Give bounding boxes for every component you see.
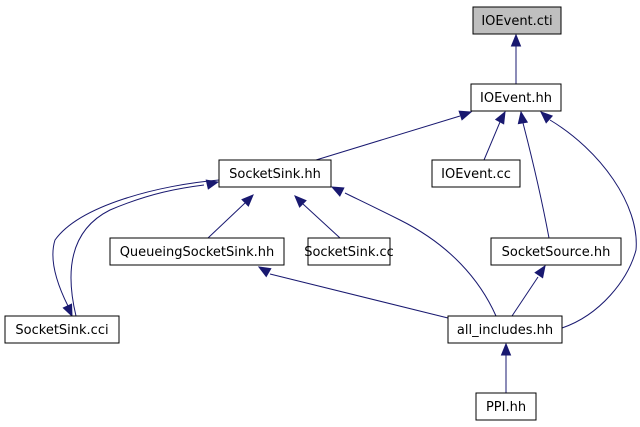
node-ioevent-cc[interactable]: IOEvent.cc xyxy=(431,159,521,188)
node-ppi-hh-box xyxy=(475,392,537,421)
node-socketsink-cc[interactable]: SocketSink.cc xyxy=(304,237,394,266)
node-socketsink-hh-label: SocketSink.hh xyxy=(229,167,321,182)
node-socketsink-cci-box xyxy=(4,315,120,344)
node-socketsource-hh-box xyxy=(490,237,622,266)
arrowhead-ioevent-cc-to-ioevent-hh xyxy=(494,110,506,125)
node-socketsink-cci-label: SocketSink.cci xyxy=(15,323,108,338)
node-queueingsocketsink-hh[interactable]: QueueingSocketSink.hh xyxy=(109,237,285,266)
edge-socketsink-hh-to-ioevent-hh xyxy=(315,115,461,161)
edge-all-includes-hh-to-socketsink-hh xyxy=(344,192,497,317)
node-ppi-hh-label: PPI.hh xyxy=(486,400,526,415)
edge-socketsink-cci-to-socketsink-hh xyxy=(70,184,205,317)
node-ioevent-cti[interactable]: IOEvent.cti xyxy=(472,6,562,35)
node-socketsink-hh[interactable]: SocketSink.hh xyxy=(218,159,332,188)
node-ioevent-cti-box xyxy=(472,6,562,35)
node-queueingsocketsink-hh-box xyxy=(109,237,285,266)
node-queueingsocketsink-hh-label: QueueingSocketSink.hh xyxy=(120,245,275,260)
node-socketsink-hh-box xyxy=(218,159,332,188)
node-ioevent-cc-box xyxy=(431,159,521,188)
edge-socketsource-hh-to-ioevent-hh xyxy=(522,122,550,239)
edge-socketsink-cc-to-socketsink-hh xyxy=(302,203,341,239)
edges-layer xyxy=(52,33,637,393)
arrowhead-socketsink-hh-to-socketsink-cci xyxy=(62,303,73,318)
arrowhead-ioevent-hh-to-ioevent-cti xyxy=(510,33,522,47)
node-socketsink-cc-label: SocketSink.cc xyxy=(304,245,394,260)
edge-queueingsocketsink-hh-to-socketsink-hh xyxy=(207,202,246,239)
edge-all-includes-hh-to-queueingsocketsink-hh xyxy=(269,273,449,319)
node-all-includes-hh-box xyxy=(447,315,563,344)
arrowhead-all-includes-hh-to-socketsink-hh xyxy=(330,186,345,197)
node-socketsource-hh[interactable]: SocketSource.hh xyxy=(490,237,622,266)
arrowhead-ppi-hh-to-all-includes-hh xyxy=(500,342,512,356)
edge-all-includes-hh-to-ioevent-hh xyxy=(549,119,637,329)
arrowhead-all-includes-hh-to-queueingsocketsink-hh xyxy=(257,266,272,278)
edge-ioevent-cc-to-ioevent-hh xyxy=(483,121,501,161)
edge-all-includes-hh-to-socketsource-hh xyxy=(511,276,539,317)
nodes-layer: IOEvent.cti IOEvent.hh SocketSink.hh IOE… xyxy=(4,6,622,421)
edge-socketsink-hh-to-socketsink-cci xyxy=(52,179,220,307)
node-socketsink-cci[interactable]: SocketSink.cci xyxy=(4,315,120,344)
node-ioevent-cti-label: IOEvent.cti xyxy=(481,14,552,29)
node-all-includes-hh-label: all_includes.hh xyxy=(457,323,553,338)
node-ioevent-hh-label: IOEvent.hh xyxy=(480,91,552,106)
node-ioevent-hh-box xyxy=(470,83,562,112)
arrowhead-all-includes-hh-to-ioevent-hh xyxy=(540,111,554,124)
arrowhead-socketsink-hh-to-ioevent-hh xyxy=(458,110,473,121)
arrowhead-queueingsocketsink-hh-to-socketsink-hh xyxy=(241,194,254,207)
node-socketsink-cc-box xyxy=(307,237,391,266)
node-socketsource-hh-label: SocketSource.hh xyxy=(502,245,611,260)
arrowhead-all-includes-hh-to-socketsource-hh xyxy=(534,264,546,279)
node-all-includes-hh[interactable]: all_includes.hh xyxy=(447,315,563,344)
arrowhead-socketsink-cc-to-socketsink-hh xyxy=(294,195,307,208)
node-ioevent-hh[interactable]: IOEvent.hh xyxy=(470,83,562,112)
node-ioevent-cc-label: IOEvent.cc xyxy=(441,167,511,182)
node-ppi-hh[interactable]: PPI.hh xyxy=(475,392,537,421)
arrowhead-socketsource-hh-to-ioevent-hh xyxy=(517,110,529,125)
